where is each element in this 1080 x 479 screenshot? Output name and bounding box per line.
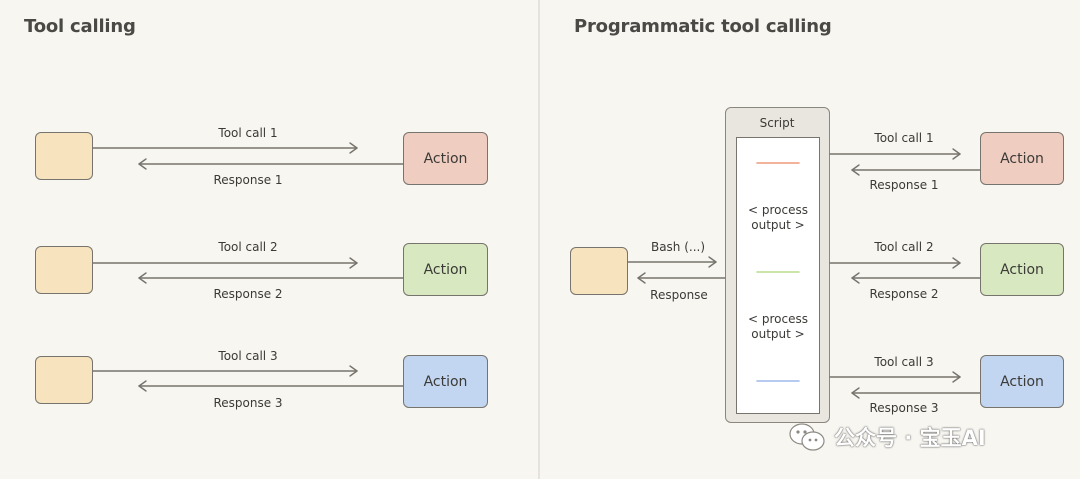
response-label-left-3: Response 3 [213,396,283,410]
response-label-right-1: Response 1 [869,178,939,192]
response-arrowhead-left-3 [138,380,147,392]
tool-call-arrowhead-right-2 [952,257,961,269]
response-label-right-2: Response 2 [869,287,939,301]
watermark-text: 公众号 · 宝玉AI [834,426,986,450]
tool-call-arrowhead-right-3 [952,371,961,383]
client-box-programmatic [570,247,628,295]
action-box-right-2: Action [980,243,1064,296]
action-box-left-1: Action [403,132,488,185]
tool-call-label-right-3: Tool call 3 [874,355,934,369]
action-box-left-3: Action [403,355,488,408]
response-arrowhead-right-3 [851,387,860,399]
tool-call-label-right-1: Tool call 1 [874,131,934,145]
left-panel-title: Tool calling [24,16,136,37]
tool-call-arrowhead-left-3 [349,365,358,377]
tool-call-arrowhead-left-2 [349,257,358,269]
response-arrowhead-right-1 [851,164,860,176]
client-box-2 [35,246,93,294]
action-box-right-3: Action [980,355,1064,408]
panel-divider [538,0,540,479]
response-arrowhead-programmatic [637,272,646,284]
bash-arrowhead [708,256,717,268]
tool-call-arrowhead-left-1 [349,142,358,154]
tool-call-label-left-3: Tool call 3 [218,349,278,363]
action-box-right-1: Action [980,132,1064,185]
client-box-1 [35,132,93,180]
watermark: 公众号 · 宝玉AI [788,420,986,454]
response-arrowhead-right-2 [851,272,860,284]
tool-call-label-left-2: Tool call 2 [218,240,278,254]
response-label-right-3: Response 3 [869,401,939,415]
script-body [736,137,820,414]
action-box-left-2: Action [403,243,488,296]
script-title: Script [759,116,795,130]
response-label-programmatic: Response [650,288,708,302]
process-output-2: < process output > [748,312,808,341]
tool-call-arrowhead-right-1 [952,148,961,160]
tool-call-label-left-1: Tool call 1 [218,126,278,140]
process-output-1: < process output > [748,203,808,232]
client-box-3 [35,356,93,404]
response-arrowhead-left-2 [138,272,147,284]
response-label-left-2: Response 2 [213,287,283,301]
response-arrowhead-left-1 [138,158,147,170]
wechat-icon [789,423,825,451]
bash-label: Bash (...) [650,240,706,254]
tool-call-label-right-2: Tool call 2 [874,240,934,254]
right-panel-title: Programmatic tool calling [574,16,832,37]
response-label-left-1: Response 1 [213,173,283,187]
